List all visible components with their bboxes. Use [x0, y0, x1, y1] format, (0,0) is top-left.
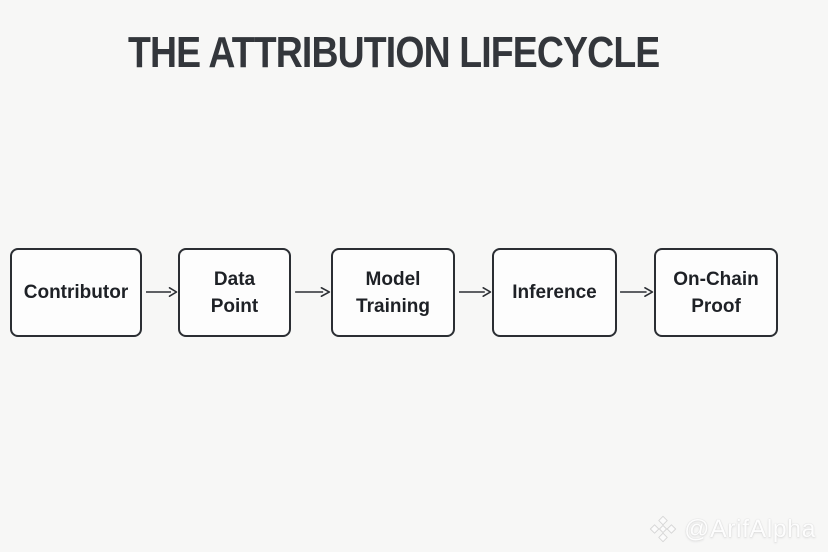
flow-arrow-icon	[294, 285, 331, 299]
flow-stage-data-point: Data Point	[178, 248, 291, 337]
watermark: @ArifAlpha	[648, 514, 816, 544]
stage-label: Inference	[512, 282, 597, 303]
stage-label-line2: Point	[210, 295, 259, 317]
page-title: THE ATTRIBUTION LIFECYCLE	[128, 28, 660, 77]
stage-label: Contributor	[23, 282, 129, 303]
flow-stage-model-training: Model Training	[331, 248, 455, 337]
stage-label: Data	[213, 268, 256, 290]
flow-stage-on-chain-proof: On-Chain Proof	[654, 248, 778, 337]
stage-label: On-Chain	[673, 268, 759, 290]
stage-label: Model	[365, 268, 421, 290]
flow-arrow-icon	[145, 285, 178, 299]
watermark-handle: @ArifAlpha	[684, 514, 816, 543]
flow-arrow-icon	[458, 285, 492, 299]
binance-diamond-logo-icon	[648, 514, 678, 544]
flow-stage-contributor: Contributor	[10, 248, 142, 337]
stage-label-line2: Proof	[691, 295, 741, 317]
flow-stage-inference: Inference	[492, 248, 617, 337]
flow-arrow-icon	[619, 285, 654, 299]
stage-label-line2: Training	[356, 295, 430, 317]
